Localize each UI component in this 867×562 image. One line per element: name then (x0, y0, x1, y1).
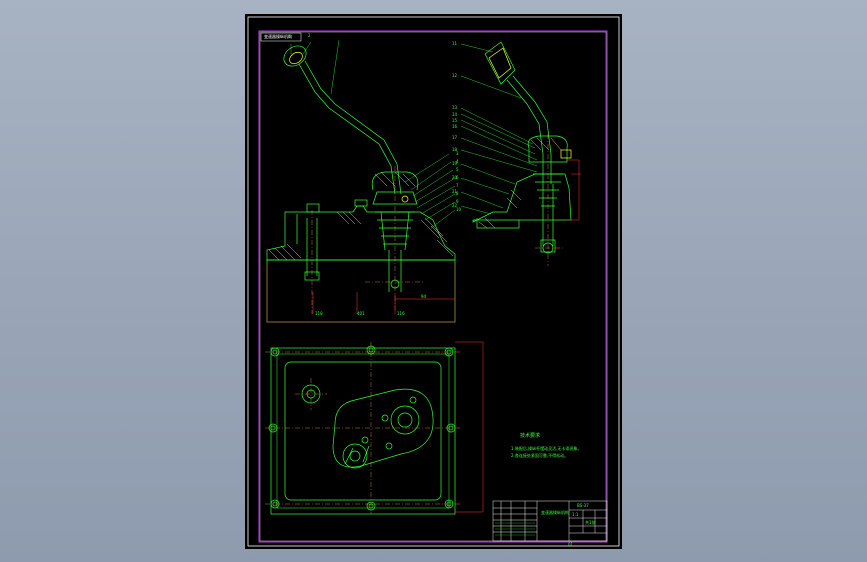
title-sheet: 共1张 (585, 520, 596, 525)
callout-7: 7 (456, 183, 459, 188)
callout-14: 14 (452, 112, 458, 117)
plan-dimensions (455, 341, 484, 513)
callout-12: 12 (452, 73, 458, 78)
callout-1: 1 (288, 34, 291, 39)
dim-401: 401 (357, 311, 365, 316)
right-dimensions (567, 159, 581, 221)
title-code: BS-37 (577, 503, 589, 508)
callout-16: 16 (452, 124, 458, 129)
left-hatching (268, 171, 454, 261)
drawing-border (258, 30, 608, 543)
dim-116: 116 (397, 311, 405, 316)
callout-11: 11 (452, 41, 458, 46)
plan-view (268, 345, 456, 515)
notes-line-2: 2.各连接处紧固可靠,不得松动。 (511, 453, 569, 458)
left-dimensions (266, 264, 456, 323)
callout-10: 10 (456, 207, 462, 212)
callout-9: 9 (456, 199, 459, 204)
title-name: 变速器操纵机构 (541, 510, 569, 515)
callout-5: 5 (456, 167, 459, 172)
dim-94: 94 (421, 294, 427, 299)
callout-19: 19 (452, 161, 458, 166)
callout-8: 8 (456, 191, 459, 196)
callout-18: 18 (452, 147, 458, 152)
right-section-view (472, 41, 572, 254)
callout-13: 13 (452, 105, 458, 110)
left-leaders (290, 39, 456, 229)
title-block (492, 500, 608, 542)
title-footer: 01 (568, 542, 574, 547)
top-label: 变速器操纵机构 (264, 34, 292, 39)
dim-118: 118 (315, 311, 323, 316)
callout-20: 20 (452, 175, 458, 180)
notes-line-1: 1.装配后,操纵杆摆动灵活,无卡滞现象。 (511, 446, 582, 451)
callout-4: 4 (456, 159, 459, 164)
callout-22: 22 (452, 203, 458, 208)
callout-15: 15 (452, 118, 458, 123)
right-hatching (478, 137, 562, 229)
cad-drawing (247, 16, 620, 547)
notes-heading: 技术要求 (520, 433, 541, 439)
callout-6: 6 (456, 175, 459, 180)
callout-3: 3 (456, 151, 459, 156)
callout-21: 21 (452, 189, 458, 194)
drawing-sheet: 变速器操纵机构 1 2 3 4 5 6 7 8 9 10 11 12 13 14… (245, 14, 622, 549)
callout-2: 2 (308, 33, 311, 38)
sheet-frame (247, 16, 620, 547)
left-section-view (260, 32, 456, 323)
right-leaders (460, 43, 538, 215)
title-scale: 1:1 (572, 512, 579, 517)
callout-17: 17 (452, 135, 458, 140)
